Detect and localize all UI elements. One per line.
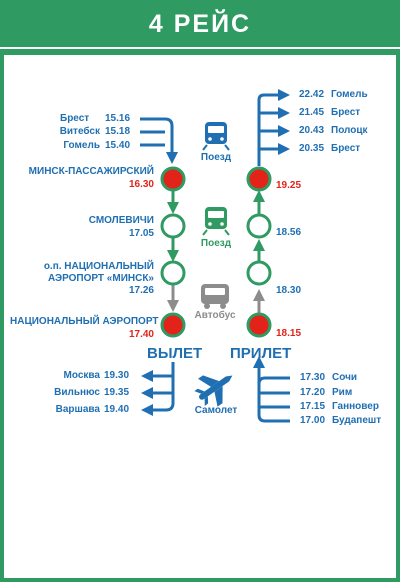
departure-flight-city: Вильнюс <box>54 387 100 398</box>
page-title: 4 РЕЙС <box>148 10 252 38</box>
train-label: Поезд <box>200 238 232 249</box>
outgoing-train-city: Брест <box>331 143 361 154</box>
incoming-train-time: 15.16 <box>105 113 131 124</box>
airplane-icon <box>194 375 233 407</box>
train-label: Поезд <box>200 152 232 163</box>
incoming-train-city: Брест <box>60 113 90 124</box>
station-name-airport: НАЦИОНАЛЬНЫЙ АЭРОПОРТ <box>10 316 159 327</box>
station-time-minsk-left: 16.30 <box>128 179 154 190</box>
plane-label: Самолет <box>194 405 238 416</box>
outgoing-train-city: Полоцк <box>331 125 368 136</box>
incoming-train-arrows <box>140 117 178 164</box>
station-time-smolevichi-right: 18.56 <box>276 227 302 238</box>
arrival-flight-city: Рим <box>332 387 353 398</box>
outgoing-train-city: Гомель <box>331 89 368 100</box>
bus-icon <box>201 284 229 309</box>
departing-flight-arrows <box>141 362 175 416</box>
station-time-minsk-right: 19.25 <box>276 180 302 191</box>
departure-flight-time: 19.30 <box>104 370 130 381</box>
departure-flight-city: Москва <box>63 370 100 381</box>
station-time-airport-left: 17.40 <box>128 329 154 340</box>
outgoing-train-time: 21.45 <box>299 107 325 118</box>
incoming-train-city: Витебск <box>59 126 100 137</box>
train-icon <box>202 122 230 151</box>
station-time-smolevichi-left: 17.05 <box>128 228 154 239</box>
incoming-train-city: Гомель <box>63 140 100 151</box>
train-icon <box>202 207 230 236</box>
station-name-national-op-line2: АЭРОПОРТ «МИНСК» <box>48 273 154 284</box>
outgoing-train-time: 20.43 <box>299 125 325 136</box>
departure-heading: ВЫЛЕТ <box>147 345 203 362</box>
incoming-train-time: 15.18 <box>105 126 131 137</box>
incoming-train-time: 15.40 <box>105 140 131 151</box>
station-time-national-op-right: 18.30 <box>276 285 302 296</box>
station-dots <box>160 166 272 338</box>
header-divider <box>0 47 400 49</box>
outgoing-train-arrows <box>257 89 290 166</box>
outgoing-train-time: 22.42 <box>299 89 325 100</box>
arrival-flight-time: 17.20 <box>300 387 326 398</box>
station-time-national-op-left: 17.26 <box>128 285 154 296</box>
arrival-flight-city: Ганновер <box>332 401 379 412</box>
arrival-flight-time: 17.30 <box>300 372 326 383</box>
arrival-flight-city: Сочи <box>332 372 358 383</box>
arriving-flight-arrows <box>253 356 290 423</box>
station-name-minsk: МИНСК-ПАССАЖИРСКИЙ <box>28 166 154 177</box>
outgoing-train-city: Брест <box>331 107 361 118</box>
arrival-flight-time: 17.15 <box>300 401 326 412</box>
bus-label: Автобус <box>194 310 236 321</box>
arrival-flight-city: Будапешт <box>332 415 382 426</box>
station-time-airport-right: 18.15 <box>276 328 302 339</box>
station-name-national-op-line1: о.п. НАЦИОНАЛЬНЫЙ <box>43 261 154 272</box>
station-name-smolevichi: СМОЛЕВИЧИ <box>88 215 154 226</box>
arrival-flight-time: 17.00 <box>300 415 326 426</box>
header-bar: 4 РЕЙС <box>0 0 400 55</box>
departure-flight-time: 19.40 <box>104 404 130 415</box>
departure-flight-time: 19.35 <box>104 387 130 398</box>
outgoing-train-time: 20.35 <box>299 143 325 154</box>
arrival-heading: ПРИЛЕТ <box>230 345 292 362</box>
departure-flight-city: Варшава <box>55 404 100 415</box>
